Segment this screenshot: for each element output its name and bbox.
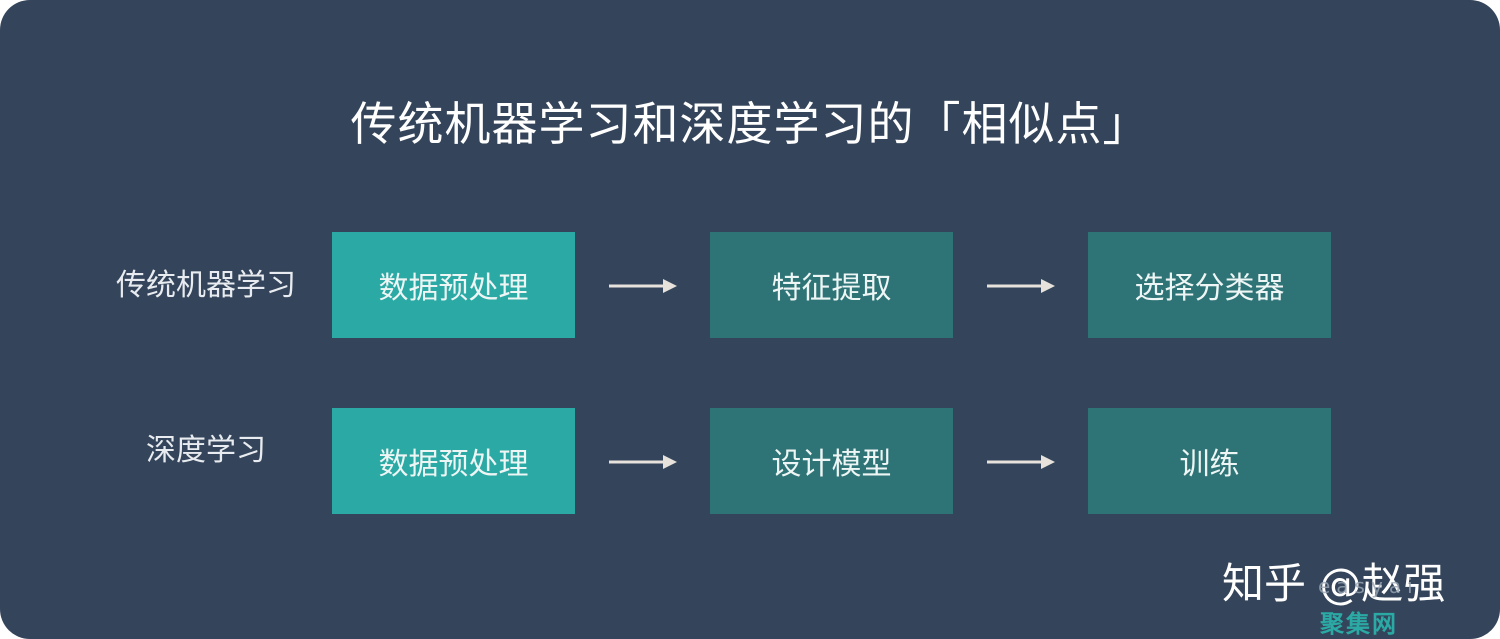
- easyai-watermark: easyai: [1318, 574, 1419, 598]
- step-box: 数据预处理: [332, 232, 575, 338]
- step-box: 训练: [1088, 408, 1331, 514]
- step-box: 特征提取: [710, 232, 953, 338]
- step-box: 设计模型: [710, 408, 953, 514]
- arrow-right-icon: [609, 279, 677, 293]
- row-label-traditional-ml: 传统机器学习: [116, 268, 296, 303]
- arrow-right-icon: [609, 455, 677, 469]
- diagram-title: 传统机器学习和深度学习的「相似点」: [350, 97, 1150, 151]
- step-box: 选择分类器: [1088, 232, 1331, 338]
- row-label-deep-learning: 深度学习: [146, 433, 266, 468]
- arrow-right-icon: [987, 455, 1055, 469]
- brand-watermark: 聚集网: [1320, 610, 1398, 638]
- arrow-right-icon: [987, 279, 1055, 293]
- zhihu-watermark: 知乎 @赵强: [1222, 559, 1446, 608]
- step-box: 数据预处理: [332, 408, 575, 514]
